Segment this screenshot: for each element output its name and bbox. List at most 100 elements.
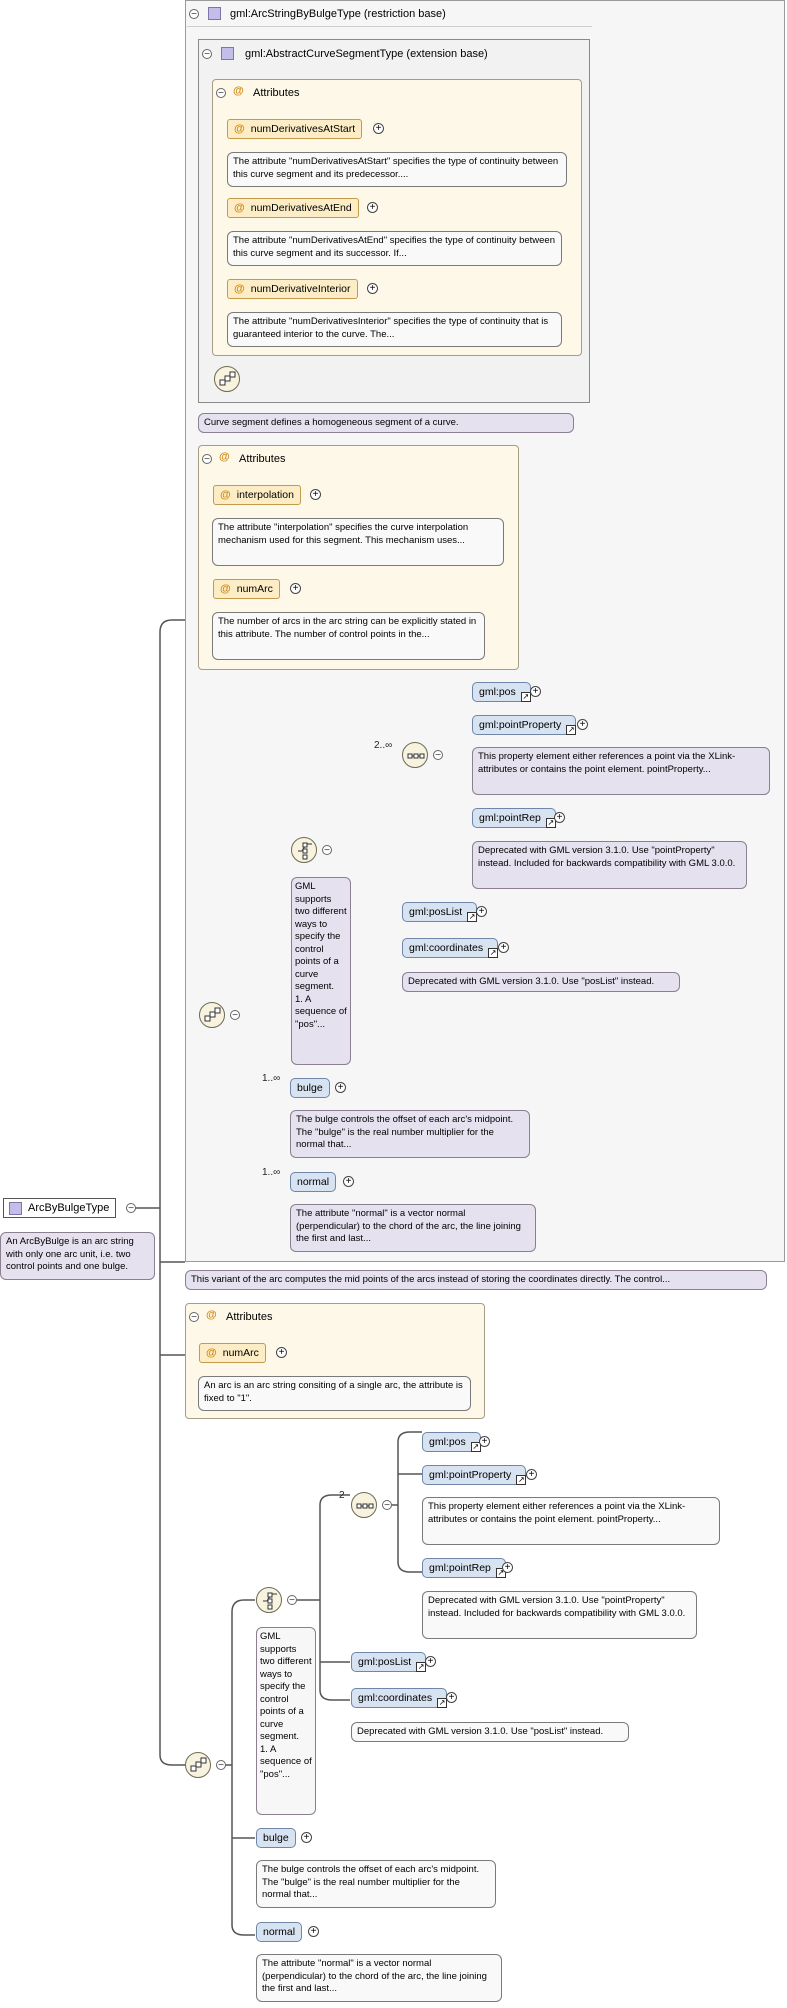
- attributes-label: Attributes: [253, 87, 300, 99]
- restriction-base-title: gml:ArcStringByBulgeType (restriction ba…: [230, 8, 446, 20]
- expand-icon[interactable]: +: [577, 719, 588, 730]
- element-doc: The bulge controls the offset of each ar…: [290, 1110, 530, 1158]
- expand-icon[interactable]: +: [276, 1347, 287, 1358]
- expand-icon[interactable]: +: [526, 1469, 537, 1480]
- expand-icon[interactable]: +: [343, 1176, 354, 1187]
- collapse-toggle[interactable]: −: [202, 49, 212, 60]
- expand-icon[interactable]: +: [476, 906, 487, 917]
- element-gml-pos[interactable]: gml:pos↗: [472, 682, 531, 702]
- expand-icon[interactable]: +: [301, 1832, 312, 1843]
- complex-type-icon: [9, 1202, 22, 1215]
- reference-arrow-icon: ↗: [467, 912, 478, 922]
- element-gml-coordinates[interactable]: gml:coordinates↗: [402, 938, 499, 958]
- element-gml-posList[interactable]: gml:posList↗: [402, 902, 478, 922]
- collapse-toggle[interactable]: −: [230, 1010, 240, 1021]
- cardinality-label: 1..∞: [262, 1167, 281, 1178]
- collapse-toggle[interactable]: −: [216, 1760, 226, 1771]
- element-gml-pointRep[interactable]: gml:pointRep↗: [422, 1558, 506, 1578]
- element-gml-pointProperty[interactable]: gml:pointProperty↗: [422, 1465, 527, 1485]
- element-doc: Deprecated with GML version 3.1.0. Use "…: [422, 1591, 697, 1639]
- expand-icon[interactable]: +: [335, 1082, 346, 1093]
- sequence-compositor-icon[interactable]: [214, 366, 240, 392]
- root-type-name: ArcByBulgeType: [28, 1202, 110, 1214]
- collapse-toggle[interactable]: −: [322, 845, 332, 856]
- attribute-doc: The attribute "numDerivativesInterior" s…: [227, 312, 562, 347]
- sequence-compositor-icon[interactable]: [199, 1002, 225, 1028]
- choice-compositor-icon[interactable]: [256, 1587, 282, 1613]
- attribute-icon: @: [234, 202, 245, 214]
- root-type-ArcByBulgeType[interactable]: ArcByBulgeType: [3, 1198, 117, 1218]
- attribute-numDerivativesAtStart[interactable]: @numDerivativesAtStart: [227, 119, 363, 139]
- reference-arrow-icon: ↗: [495, 1568, 506, 1578]
- attribute-name: numDerivativeInterior: [250, 283, 351, 295]
- element-name: normal: [263, 1926, 296, 1938]
- element-gml-posList[interactable]: gml:posList↗: [351, 1652, 427, 1672]
- choice-compositor-icon[interactable]: [291, 837, 317, 863]
- expand-icon[interactable]: +: [373, 123, 384, 134]
- attributes-label: Attributes: [226, 1311, 273, 1323]
- expand-icon[interactable]: +: [554, 812, 565, 823]
- cardinality-label: 1..∞: [262, 1073, 281, 1084]
- collapse-toggle[interactable]: −: [382, 1500, 392, 1511]
- attribute-doc: The attribute "numDerivativesAtEnd" spec…: [227, 231, 562, 266]
- attribute-icon: @: [234, 283, 245, 295]
- expand-icon[interactable]: +: [530, 686, 541, 697]
- element-normal[interactable]: normal: [290, 1172, 337, 1192]
- element-bulge[interactable]: bulge: [256, 1828, 296, 1848]
- element-gml-pointProperty[interactable]: gml:pointProperty↗: [472, 715, 577, 735]
- expand-icon[interactable]: +: [367, 202, 378, 213]
- element-gml-pointRep[interactable]: gml:pointRep↗: [472, 808, 556, 828]
- element-gml-pos[interactable]: gml:pos↗: [422, 1432, 481, 1452]
- expand-icon[interactable]: +: [308, 1926, 319, 1937]
- collapse-toggle[interactable]: −: [126, 1203, 136, 1214]
- attribute-name: interpolation: [236, 489, 294, 501]
- attribute-interpolation[interactable]: @ interpolation: [213, 485, 301, 505]
- expand-icon[interactable]: +: [498, 942, 509, 953]
- collapse-toggle[interactable]: −: [189, 9, 199, 20]
- sequence-compositor-icon[interactable]: [402, 742, 428, 768]
- element-name: gml:pointProperty: [429, 1469, 512, 1481]
- collapse-toggle[interactable]: −: [189, 1312, 199, 1323]
- attribute-numDerivativesAtEnd[interactable]: @numDerivativesAtEnd: [227, 198, 359, 218]
- attribute-name: numArc: [222, 1347, 259, 1359]
- complex-type-icon: [208, 7, 221, 20]
- restriction-base-underline: [187, 26, 592, 27]
- element-doc: Deprecated with GML version 3.1.0. Use "…: [351, 1722, 629, 1742]
- expand-icon[interactable]: +: [502, 1562, 513, 1573]
- attribute-numArc[interactable]: @ numArc: [213, 579, 280, 599]
- choice-doc: GML supports two different ways to speci…: [256, 1627, 316, 1815]
- attribute-doc: The number of arcs in the arc string can…: [212, 612, 485, 660]
- cardinality-label: 2: [339, 1490, 345, 1501]
- collapse-toggle[interactable]: −: [202, 454, 212, 465]
- sequence-compositor-icon[interactable]: [351, 1492, 377, 1518]
- reference-arrow-icon: ↗: [470, 1442, 481, 1452]
- element-bulge[interactable]: bulge: [290, 1078, 330, 1098]
- element-normal[interactable]: normal: [256, 1922, 303, 1942]
- element-name: gml:coordinates: [358, 1692, 433, 1704]
- extension-base-title: gml:AbstractCurveSegmentType (extension …: [245, 48, 488, 60]
- collapse-toggle[interactable]: −: [216, 88, 226, 99]
- reference-arrow-icon: ↗: [437, 1698, 448, 1708]
- collapse-toggle[interactable]: −: [287, 1595, 297, 1606]
- collapse-toggle[interactable]: −: [433, 750, 443, 761]
- attribute-name: numArc: [236, 583, 273, 595]
- element-gml-coordinates[interactable]: gml:coordinates ↗: [351, 1688, 448, 1708]
- reference-arrow-icon: ↗: [488, 948, 499, 958]
- expand-icon[interactable]: +: [425, 1656, 436, 1667]
- attribute-numDerivativeInterior[interactable]: @ numDerivativeInterior: [227, 279, 358, 299]
- element-name: normal: [297, 1176, 330, 1188]
- expand-icon[interactable]: +: [479, 1436, 490, 1447]
- attribute-doc: The attribute "numDerivativesAtStart" sp…: [227, 152, 567, 187]
- attribute-icon: @: [220, 489, 231, 501]
- sequence-compositor-icon[interactable]: [185, 1752, 211, 1778]
- expand-icon[interactable]: +: [290, 583, 301, 594]
- element-doc: The attribute "normal" is a vector norma…: [290, 1204, 536, 1252]
- attribute-icon: @: [220, 583, 231, 595]
- reference-arrow-icon: ↗: [416, 1662, 427, 1672]
- expand-icon[interactable]: +: [446, 1692, 457, 1703]
- expand-icon[interactable]: +: [367, 283, 378, 294]
- element-name: gml:pointProperty: [479, 719, 562, 731]
- attribute-doc: An arc is an arc string consiting of a s…: [198, 1376, 471, 1411]
- expand-icon[interactable]: +: [310, 489, 321, 500]
- attribute-numArc[interactable]: @numArc: [199, 1343, 266, 1363]
